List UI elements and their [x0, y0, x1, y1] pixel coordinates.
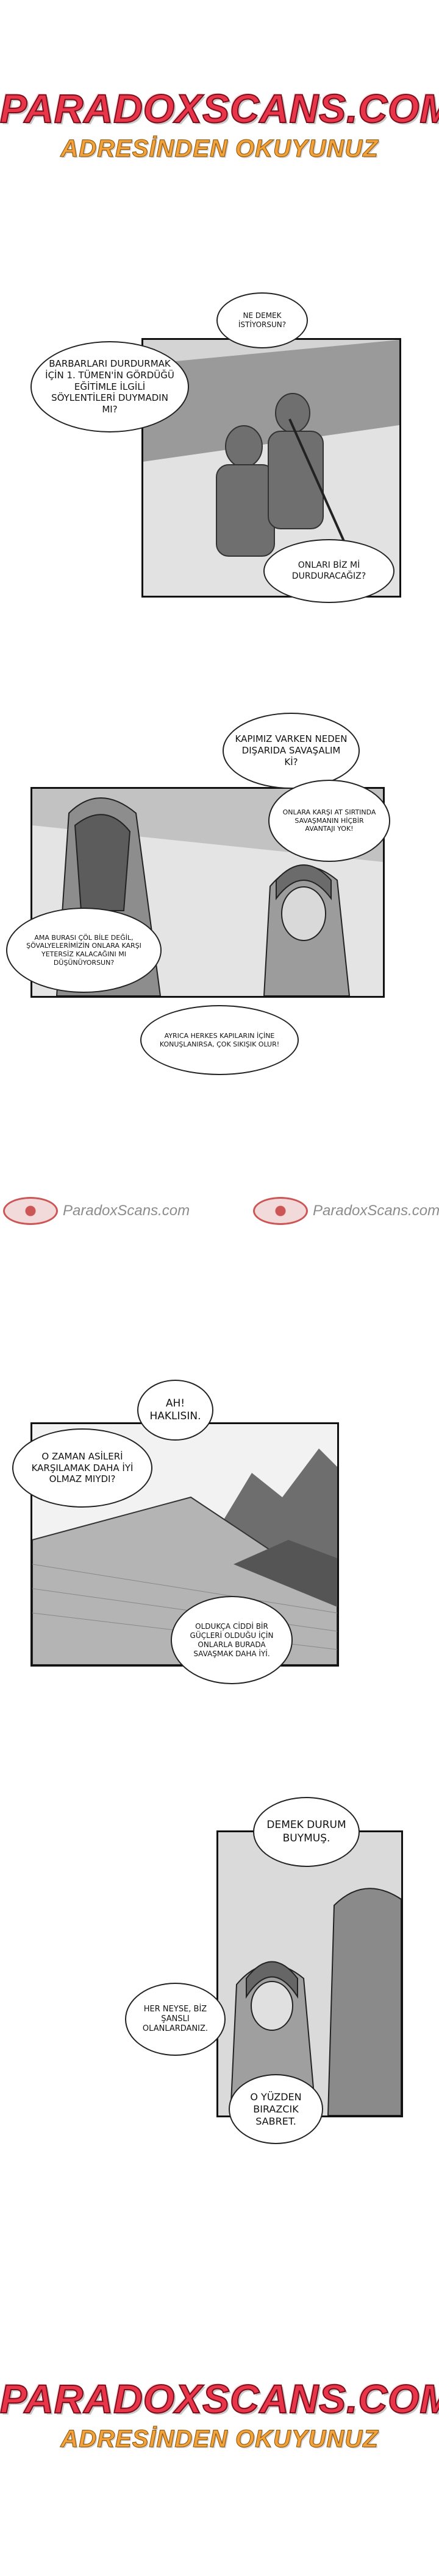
bubble-text: NE DEMEK İSTİYORSUN? — [238, 311, 287, 329]
bubble-text: AYRICA HERKES KAPILARIN İÇİNE KONUŞLANIR… — [159, 1031, 280, 1048]
speech-bubble-1: NE DEMEK İSTİYORSUN? — [216, 292, 308, 348]
watermark-right: ParadoxScans.com — [253, 1193, 439, 1229]
speech-bubble-10: OLDUKÇA CİDDİ BİR GÜÇLERİ OLDUĞU İÇİN ON… — [171, 1596, 293, 1684]
speech-bubble-12: HER NEYSE, BİZ ŞANSLI OLANLARDANIZ. — [125, 1983, 226, 2056]
bubble-text: OLDUKÇA CİDDİ BİR GÜÇLERİ OLDUĞU İÇİN ON… — [190, 1621, 274, 1658]
banner-title: PARADOXSCANS.COM — [0, 85, 439, 132]
speech-bubble-11: DEMEK DURUM BUYMUŞ. — [253, 1797, 360, 1867]
eye-logo-icon — [253, 1197, 308, 1225]
bottom-site-banner: PARADOXSCANS.COM ADRESİNDEN OKUYUNUZ — [0, 2376, 439, 2453]
panel-4 — [216, 1830, 403, 2117]
eye-logo-icon — [3, 1197, 58, 1225]
bubble-text: KAPIMIZ VARKEN NEDEN DIŞARIDA SAVAŞALIM … — [235, 733, 348, 768]
speech-bubble-13: O YÜZDEN BIRAZCIK SABRET. — [229, 2074, 323, 2144]
bubble-text: AH! HAKLISIN. — [149, 1397, 201, 1422]
bubble-text: O ZAMAN ASİLERİ KARŞILAMAK DAHA İYİ OLMA… — [31, 1450, 134, 1485]
banner-subtitle: ADRESİNDEN OKUYUNUZ — [60, 135, 379, 163]
bubble-text: HER NEYSE, BİZ ŞANSLI OLANLARDANIZ. — [142, 2004, 209, 2034]
watermark-text: ParadoxScans.com — [63, 1202, 190, 1219]
bubble-text: ONLARA KARŞI AT SIRTINDA SAVAŞMANIN HİÇB… — [282, 808, 376, 833]
watermark-left: ParadoxScans.com — [3, 1193, 190, 1229]
banner-title: PARADOXSCANS.COM — [0, 2376, 439, 2422]
speech-bubble-4: KAPIMIZ VARKEN NEDEN DIŞARIDA SAVAŞALIM … — [223, 713, 360, 789]
bubble-text: DEMEK DURUM BUYMUŞ. — [266, 1819, 346, 1844]
speech-bubble-5: ONLARA KARŞI AT SIRTINDA SAVAŞMANIN HİÇB… — [268, 780, 390, 862]
speech-bubble-6: AMA BURASI ÇÖL BİLE DEĞİL, ŞÖVALYELERİMİ… — [6, 908, 162, 993]
speech-bubble-3: ONLARI BİZ Mİ DURDURACAĞIZ? — [263, 539, 394, 603]
watermark-text: ParadoxScans.com — [313, 1202, 439, 1219]
bubble-text: ONLARI BİZ Mİ DURDURACAĞIZ? — [291, 560, 366, 581]
speech-bubble-7: AYRICA HERKES KAPILARIN İÇİNE KONUŞLANIR… — [140, 1005, 299, 1075]
bubble-text: O YÜZDEN BIRAZCIK SABRET. — [250, 2091, 302, 2127]
speech-bubble-9: O ZAMAN ASİLERİ KARŞILAMAK DAHA İYİ OLMA… — [12, 1428, 152, 1508]
banner-subtitle: ADRESİNDEN OKUYUNUZ — [60, 2426, 379, 2453]
panel-4-illustration — [218, 1832, 401, 2115]
bubble-text: BARBARLARI DURDURMAK İÇİN 1. TÜMEN'İN GÖ… — [45, 358, 174, 415]
speech-bubble-2: BARBARLARI DURDURMAK İÇİN 1. TÜMEN'İN GÖ… — [30, 341, 189, 432]
top-site-banner: PARADOXSCANS.COM ADRESİNDEN OKUYUNUZ — [0, 85, 439, 163]
speech-bubble-8: AH! HAKLISIN. — [137, 1380, 213, 1441]
bubble-text: AMA BURASI ÇÖL BİLE DEĞİL, ŞÖVALYELERİMİ… — [26, 933, 141, 967]
